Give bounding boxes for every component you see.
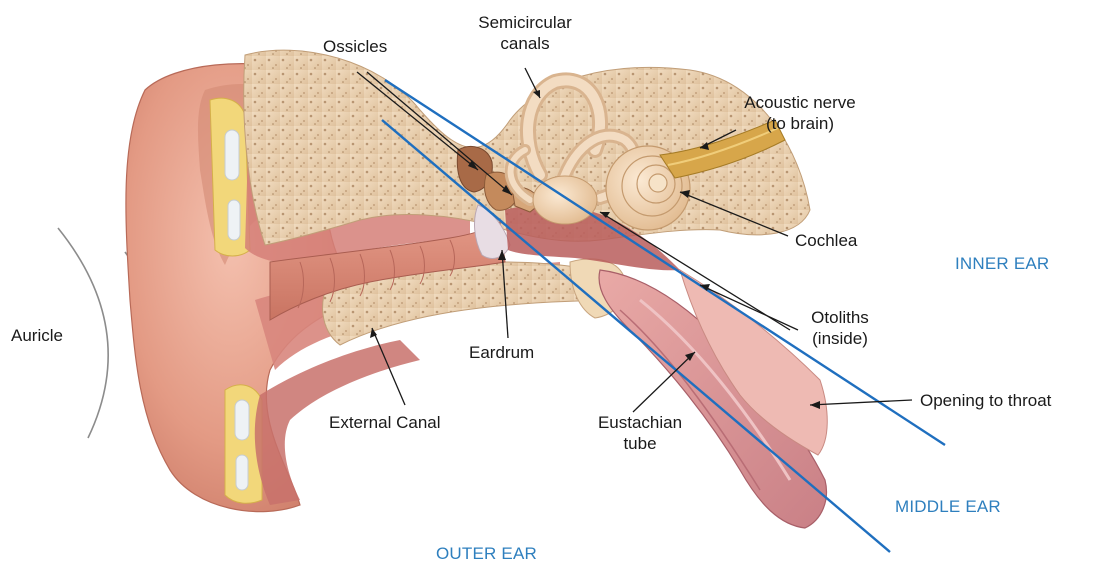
- label-ossicles: Ossicles: [323, 36, 387, 57]
- label-otoliths: Otoliths (inside): [790, 307, 890, 349]
- label-semicircular-canals: Semicircular canals: [460, 12, 590, 54]
- label-cochlea: Cochlea: [795, 230, 857, 251]
- label-opening-to-throat: Opening to throat: [920, 390, 1051, 411]
- region-label-middle-ear: MIDDLE EAR: [895, 497, 1001, 517]
- label-semicircular-line2: canals: [460, 33, 590, 54]
- sound-wave-1: [58, 228, 108, 438]
- region-label-outer-ear: OUTER EAR: [436, 544, 537, 564]
- label-eustachian-line1: Eustachian: [585, 412, 695, 433]
- label-acoustic-line1: Acoustic nerve: [730, 92, 870, 113]
- label-eustachian-line2: tube: [585, 433, 695, 454]
- region-label-inner-ear: INNER EAR: [955, 254, 1049, 274]
- label-eardrum: Eardrum: [469, 342, 534, 363]
- label-otoliths-line2: (inside): [790, 328, 890, 349]
- label-otoliths-line1: Otoliths: [790, 307, 890, 328]
- label-acoustic-nerve: Acoustic nerve (to brain): [730, 92, 870, 134]
- label-external-canal: External Canal: [329, 412, 441, 433]
- label-eustachian-tube: Eustachian tube: [585, 412, 695, 454]
- label-semicircular-line1: Semicircular: [460, 12, 590, 33]
- label-auricle: Auricle: [11, 325, 63, 346]
- label-acoustic-line2: (to brain): [730, 113, 870, 134]
